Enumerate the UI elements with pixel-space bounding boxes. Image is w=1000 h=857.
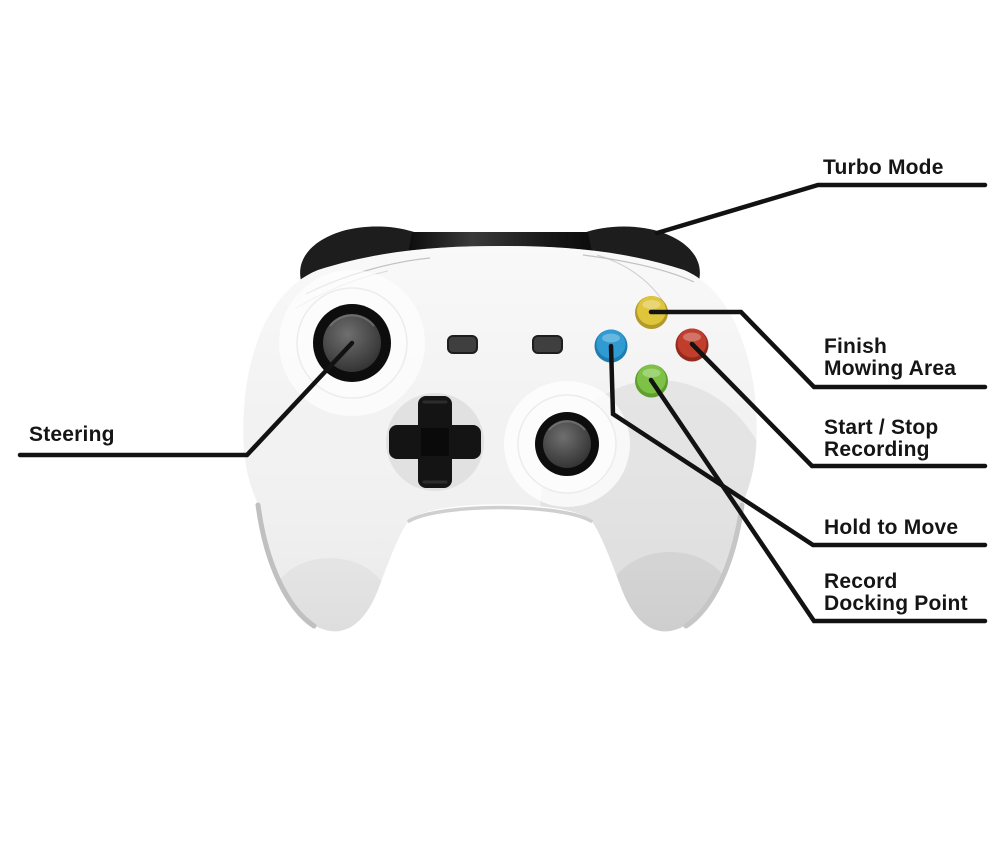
leader-line-finish-mowing-area	[648, 309, 988, 390]
right-stick-highlight	[548, 420, 586, 431]
label-finish-mowing-area-line1: Finish	[824, 335, 888, 358]
label-hold-to-move-line1: Hold to Move	[824, 516, 959, 539]
x-button-gloss	[602, 333, 620, 343]
right-stick-cap-top	[543, 420, 591, 468]
leader-line-record-docking-point	[648, 377, 988, 624]
leader-line-hold-to-move	[608, 343, 988, 548]
right-seam-line-2	[596, 254, 667, 307]
leader-line-turbo-mode	[654, 182, 988, 236]
label-turbo-mode: Turbo Mode	[823, 157, 944, 179]
right-analog-stick	[504, 381, 630, 507]
dpad-bevels	[422, 400, 448, 484]
view-button	[447, 335, 478, 354]
dpad	[386, 393, 484, 491]
y-button-gloss	[642, 300, 661, 309]
right-grip-rim	[683, 502, 745, 629]
label-turbo-mode-line1: Turbo Mode	[823, 156, 944, 179]
left-stick-highlight	[329, 314, 375, 327]
label-finish-mowing-area-line2: Mowing Area	[824, 357, 957, 380]
dpad-center	[421, 428, 449, 456]
left-grip-rim	[255, 502, 317, 629]
label-steering-line1: Steering	[29, 423, 115, 446]
label-start-stop-recording-line1: Start / Stop	[824, 416, 939, 439]
leader-lines	[17, 182, 988, 624]
menu-button	[532, 335, 563, 354]
label-record-docking-point-line2: Docking Point	[824, 592, 968, 615]
label-record-docking-point: Record Docking Point	[824, 571, 968, 615]
right-seam-line	[582, 254, 695, 283]
label-finish-mowing-area: Finish Mowing Area	[824, 336, 956, 380]
label-start-stop-recording-line2: Recording	[824, 438, 930, 461]
label-steering: Steering	[29, 424, 115, 446]
leader-line-start-stop-recording	[689, 341, 988, 469]
bottom-arch-shadow	[407, 505, 593, 523]
leader-line-steering	[17, 340, 355, 458]
label-record-docking-point-line1: Record	[824, 570, 898, 593]
label-hold-to-move: Hold to Move	[824, 517, 958, 539]
b-button-gloss	[683, 332, 701, 342]
label-start-stop-recording: Start / Stop Recording	[824, 417, 938, 461]
a-button-gloss	[642, 368, 661, 378]
